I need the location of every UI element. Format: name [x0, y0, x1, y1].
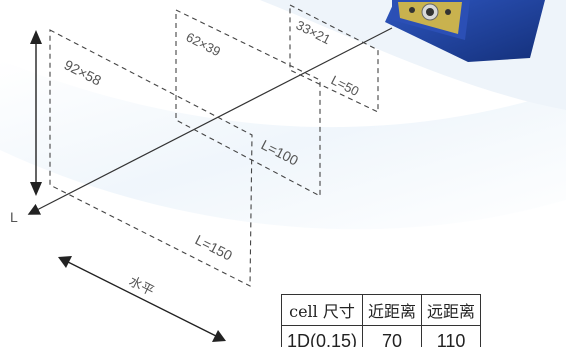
horizontal-dimension-line	[67, 261, 217, 337]
scanner-device	[385, 0, 545, 62]
far-distance-value: 110	[421, 325, 482, 347]
table-header-row: cell 尺寸 近距离 远距离	[280, 294, 482, 326]
near-distance-label: L=50	[329, 72, 362, 99]
far-frame-size-label: 92×58	[62, 56, 104, 88]
near-field-frame	[289, 4, 379, 113]
table-row: 1D(0.15) 70 110	[280, 325, 482, 347]
mid-frame-size-label: 62×39	[184, 29, 223, 59]
header-near-distance: 近距离	[362, 294, 423, 326]
far-field-frame	[49, 29, 253, 287]
vertical-axis-label: L	[10, 209, 18, 225]
arrow-left-icon	[58, 256, 72, 268]
spec-table: cell 尺寸 近距离 远距离 1D(0.15) 70 110	[280, 294, 482, 347]
arrow-right-icon	[212, 330, 226, 342]
arrow-up-icon	[30, 30, 42, 44]
arrow-down-icon	[30, 182, 42, 196]
spec-table-wrapper: cell 尺寸 近距离 远距离 1D(0.15) 70 110	[270, 290, 566, 347]
header-cell-size: cell 尺寸	[280, 294, 364, 326]
background-sweep	[0, 60, 566, 230]
horizontal-axis-label: 水平	[127, 273, 157, 298]
header-far-distance: 远距离	[421, 294, 482, 326]
far-distance-label: L=150	[193, 231, 235, 263]
cell-size-value: 1D(0.15)	[280, 325, 364, 347]
optical-axis	[27, 27, 393, 215]
near-distance-value: 70	[362, 325, 423, 347]
